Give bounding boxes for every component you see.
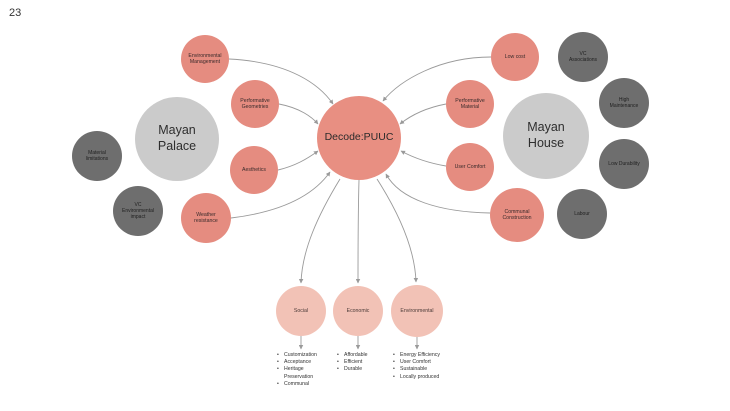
list-item: Durable	[337, 366, 368, 373]
connector-to-environmental	[376, 178, 419, 283]
issue-node-label: High Maintenance	[609, 96, 639, 109]
issue-node-high-maintenance: High Maintenance	[599, 78, 649, 128]
factor-node-aesthetics: Aesthetics	[230, 146, 278, 194]
factor-node-low-cost: Low cost	[491, 33, 539, 81]
outcome-node-label: Economic	[346, 307, 370, 314]
list-item: Heritage Preservation	[277, 366, 317, 380]
list-item: Acceptance	[277, 359, 317, 366]
factor-node-user-comfort: User Comfort	[446, 143, 494, 191]
connector-to-social	[298, 178, 341, 284]
connector-to-economic	[355, 179, 361, 284]
building-node-mayan-house: Mayan House	[503, 93, 589, 179]
building-node-mayan-palace: Mayan Palace	[135, 97, 219, 181]
outcome-node-label: Environmental	[400, 307, 434, 314]
core-node-label: Decode:PUUC	[324, 131, 394, 144]
factor-node-label: Performative Geometries	[240, 97, 270, 111]
factor-node-performative-geometries: Performative Geometries	[231, 80, 279, 128]
issue-node-label: VC Associations	[568, 50, 598, 63]
list-item: Energy Efficiency	[393, 352, 440, 359]
connector-low-cost	[382, 56, 492, 102]
issue-node-label: Low Durability	[608, 160, 640, 167]
issue-node-low-durability: Low Durability	[599, 139, 649, 189]
list-item: Efficient	[337, 359, 368, 366]
factor-node-label: Low cost	[504, 53, 526, 60]
list-item: User Comfort	[393, 359, 440, 366]
connector-weather-resistance	[230, 171, 331, 219]
list-item: Customization	[277, 352, 317, 359]
issue-node-material-limitations: Material limitations	[72, 131, 122, 181]
core-node-decode-puuc: Decode:PUUC	[317, 96, 401, 180]
building-node-label: Mayan Palace	[157, 123, 197, 153]
issue-node-label: Material limitations	[85, 149, 109, 162]
factor-node-communal-construction: Communal Construction	[490, 188, 544, 242]
list-item: Communal	[277, 381, 317, 388]
outcome-list-environmental: Energy Efficiency User Comfort Sustainab…	[393, 352, 440, 381]
factor-node-performative-material: Performative Material	[446, 80, 494, 128]
issue-node-labour: Labour	[557, 189, 607, 239]
factor-node-weather-resistance: Weather resistance	[181, 193, 231, 243]
list-item: Locally produced	[393, 374, 440, 381]
outcome-list-economic: Affordable Efficient Durable	[337, 352, 368, 374]
factor-node-environmental-management: Environmental Management	[181, 35, 229, 83]
outcome-node-environmental: Environmental	[391, 285, 443, 337]
outcome-list-social: Customization Acceptance Heritage Preser…	[277, 352, 317, 388]
connector-performative-geometries	[278, 103, 319, 125]
issue-node-vc-environmental-impact: VC Environmental impact	[113, 186, 163, 236]
factor-node-label: Communal Construction	[502, 208, 532, 222]
factor-node-label: Environmental Management	[188, 52, 222, 66]
factor-node-label: Weather resistance	[194, 211, 218, 225]
issue-node-label: Labour	[574, 210, 590, 217]
list-item: Sustainable	[393, 366, 440, 373]
factor-node-label: User Comfort	[454, 163, 486, 170]
factor-node-label: Aesthetics	[242, 166, 266, 173]
connector-environmental-management	[228, 58, 334, 105]
connector-communal-construction	[385, 173, 491, 214]
list-item: Affordable	[337, 352, 368, 359]
outcome-node-economic: Economic	[333, 286, 383, 336]
factor-node-label: Performative Material	[455, 97, 485, 111]
connector-performative-material	[399, 103, 447, 125]
connector-aesthetics	[277, 150, 319, 171]
outcome-node-social: Social	[276, 286, 326, 336]
outcome-node-label: Social	[293, 307, 309, 314]
issue-node-label: VC Environmental impact	[122, 201, 154, 221]
building-node-label: Mayan House	[527, 120, 565, 150]
issue-node-vc-associations: VC Associations	[558, 32, 608, 82]
connector-user-comfort	[400, 150, 447, 167]
page-number: 23	[9, 7, 22, 19]
